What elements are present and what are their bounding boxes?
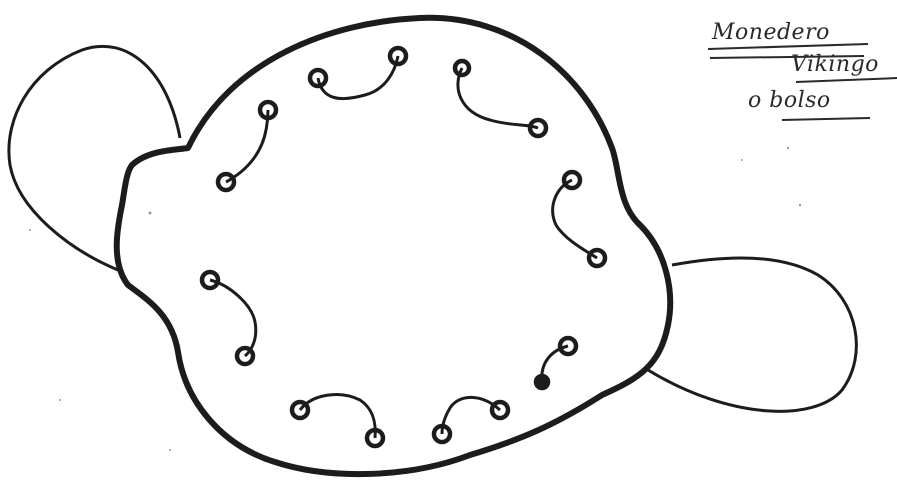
- title-line-1: Monedero: [712, 20, 830, 45]
- cord: [226, 110, 268, 182]
- eyelets: [202, 48, 605, 446]
- cord: [442, 397, 500, 434]
- right-handle: [648, 258, 856, 411]
- purse-body: [117, 18, 670, 474]
- cord: [318, 56, 398, 99]
- cord: [210, 280, 256, 356]
- cord: [300, 395, 375, 438]
- cord: [553, 180, 597, 258]
- title-line-3: o bolso: [748, 88, 831, 113]
- title-line-2: Vikingo: [791, 52, 879, 77]
- cord: [458, 68, 538, 128]
- eyelet: [536, 376, 548, 388]
- left-handle: [9, 46, 180, 270]
